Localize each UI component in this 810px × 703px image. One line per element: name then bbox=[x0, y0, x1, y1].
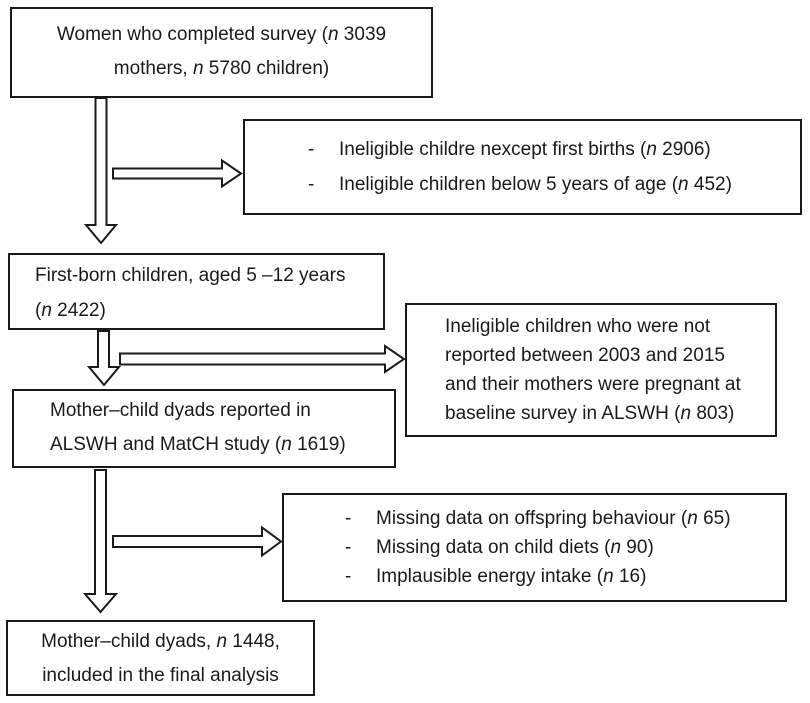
arrow-firstborn-to-dyads-icon bbox=[86, 330, 122, 387]
flow-box-final-analysis: Mother–child dyads, n 1448, included in … bbox=[6, 620, 315, 696]
exclusion-text: and their mothers were pregnant at bbox=[445, 374, 741, 395]
exclusion-item: - Ineligible children below 5 years of a… bbox=[308, 167, 800, 202]
bullet-dash: - bbox=[345, 566, 352, 587]
exclusion-text: reported between 2003 and 2015 bbox=[445, 345, 725, 366]
exclusion-box-first-births: - Ineligible childre nexcept first birth… bbox=[243, 119, 802, 215]
exclusion-item: - Implausible energy intake (n 16) bbox=[345, 562, 785, 591]
flow-box-survey: Women who completed survey (n 3039 mothe… bbox=[10, 7, 433, 98]
exclusion-text: Missing data on child diets (n 90) bbox=[376, 537, 654, 558]
flow-box-text: Women who completed survey (n 3039 bbox=[56, 24, 387, 45]
arrow-survey-to-firstborn-icon bbox=[83, 97, 119, 245]
exclusion-text: Ineligible children below 5 years of age… bbox=[339, 174, 732, 195]
exclusion-text: baseline survey in ALSWH (n 803) bbox=[445, 403, 735, 424]
flow-box-text: First-born children, aged 5 –12 years bbox=[35, 265, 346, 286]
exclusion-item: - Missing data on offspring behaviour (n… bbox=[345, 504, 785, 533]
bullet-dash: - bbox=[345, 508, 352, 529]
exclusion-box-not-reported: Ineligible children who were not reporte… bbox=[405, 303, 777, 437]
exclusion-item: - Missing data on child diets (n 90) bbox=[345, 533, 785, 562]
flow-box-text: mothers, n 5780 children) bbox=[113, 58, 330, 79]
flow-box-text: included in the final analysis bbox=[42, 665, 279, 686]
arrow-branch-not-reported-icon bbox=[119, 344, 406, 374]
exclusion-text: Ineligible childre nexcept first births … bbox=[339, 139, 711, 160]
arrow-branch-first-births-icon bbox=[112, 158, 243, 189]
flow-box-text: Mother–child dyads reported in bbox=[50, 400, 311, 421]
arrow-branch-missing-data-icon bbox=[112, 525, 283, 558]
flow-box-text: (n 2422) bbox=[35, 300, 106, 321]
flow-box-text: Mother–child dyads, n 1448, bbox=[41, 631, 280, 652]
exclusion-box-missing-data: - Missing data on offspring behaviour (n… bbox=[282, 493, 787, 602]
exclusion-item: - Ineligible childre nexcept first birth… bbox=[308, 132, 800, 167]
flow-box-text: ALSWH and MatCH study (n 1619) bbox=[50, 434, 346, 455]
bullet-dash: - bbox=[308, 174, 315, 195]
exclusion-text: Missing data on offspring behaviour (n 6… bbox=[376, 508, 731, 529]
exclusion-text: Ineligible children who were not bbox=[445, 316, 711, 337]
flow-box-firstborn: First-born children, aged 5 –12 years (n… bbox=[8, 253, 385, 330]
flow-box-dyads-reported: Mother–child dyads reported in ALSWH and… bbox=[12, 389, 396, 468]
exclusion-text: Implausible energy intake (n 16) bbox=[376, 566, 647, 587]
bullet-dash: - bbox=[345, 537, 352, 558]
arrow-dyads-to-final-icon bbox=[82, 469, 119, 614]
bullet-dash: - bbox=[308, 139, 315, 160]
